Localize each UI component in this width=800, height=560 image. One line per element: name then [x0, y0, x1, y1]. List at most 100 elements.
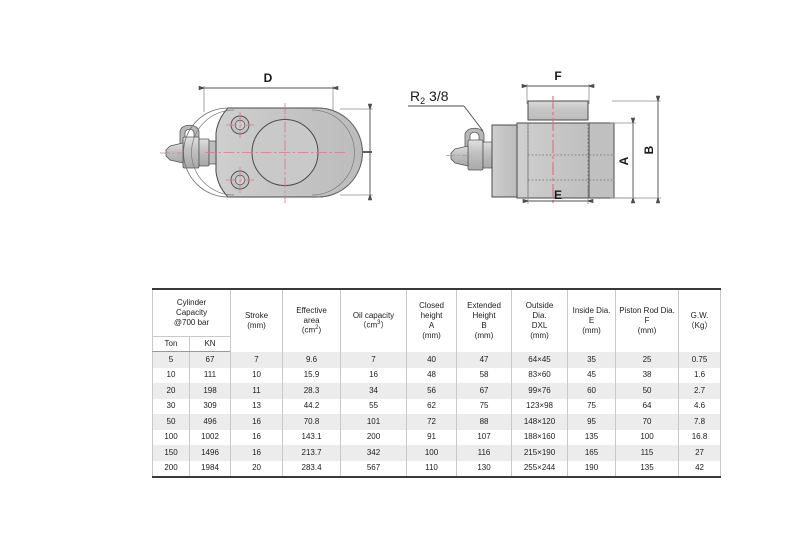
cell-effective-area: 213.7 — [282, 445, 342, 461]
cell-outside-dia: 188×160 — [511, 429, 569, 445]
cell-closed-height: 40 — [406, 351, 458, 368]
header-extended-height: Extended Height B (mm) — [456, 288, 513, 352]
table-header: Cylinder Capacity @700 bar Stroke (mm) E… — [151, 288, 722, 352]
cell-ton: 10 — [152, 367, 190, 383]
header-line-4: (mm) — [530, 330, 549, 340]
cell-piston-rod-dia: 64 — [615, 398, 680, 414]
header-line-2: height — [420, 311, 443, 320]
header-line-2: F — [644, 315, 650, 325]
hydraulic-coupler-fitting-side — [446, 127, 493, 171]
header-stroke: Stroke (mm) — [230, 288, 284, 352]
hidden-internal-lines — [527, 124, 614, 197]
cell-stroke: 20 — [230, 460, 284, 478]
cell-kn: 309 — [188, 398, 232, 414]
header-line-1: Piston Rod Dia. — [619, 306, 675, 316]
cell-kn: 67 — [188, 351, 232, 368]
cell-effective-area: 15.9 — [282, 367, 342, 383]
cell-kn: 1002 — [188, 429, 232, 445]
cell-extended-height: 75 — [456, 398, 513, 414]
cell-closed-height: 56 — [406, 383, 458, 399]
cell-oil-capacity: 200 — [340, 429, 408, 445]
cell-extended-height: 67 — [456, 383, 513, 399]
cell-extended-height: 130 — [456, 460, 513, 478]
header-line-2: area — [303, 315, 320, 325]
header-line-1: Effective — [296, 305, 327, 315]
cell-gw: 2.7 — [678, 383, 722, 399]
cell-kn: 1984 — [188, 460, 232, 478]
header-unit-close: ) — [318, 325, 322, 335]
cell-stroke: 7 — [230, 351, 284, 368]
header-line-2: （cm3） — [341, 320, 406, 330]
cell-oil-capacity: 342 — [340, 445, 408, 461]
centerlines-front — [205, 103, 345, 203]
cell-effective-area: 44.2 — [282, 398, 342, 414]
header-line-1: Extended — [467, 301, 501, 311]
cell-gw: 4.6 — [678, 398, 722, 414]
cell-inside-dia: 165 — [567, 445, 617, 461]
cell-oil-capacity: 7 — [340, 351, 408, 368]
header-closed-height: Closed height A (mm) — [406, 288, 458, 352]
header-unit-exponent: 3 — [377, 320, 381, 327]
header-line-4: (mm) — [422, 330, 441, 340]
cell-oil-capacity: 567 — [340, 460, 408, 478]
cell-ton: 5 — [152, 351, 190, 368]
cell-ton: 200 — [152, 460, 190, 478]
header-line-3: B — [481, 320, 487, 330]
cell-effective-area: 143.1 — [282, 429, 342, 445]
cell-inside-dia: 60 — [567, 383, 617, 399]
cell-piston-rod-dia: 135 — [615, 460, 680, 478]
dimension-label-E: E — [554, 188, 562, 202]
cell-kn: 198 — [188, 383, 232, 399]
cell-ton: 50 — [152, 414, 190, 430]
cell-kn: 111 — [188, 367, 232, 383]
side-section-view: F R2 3/8 — [408, 69, 661, 205]
cell-extended-height: 88 — [456, 414, 513, 430]
header-kn: KN — [188, 336, 232, 352]
cell-effective-area: 28.3 — [282, 383, 342, 399]
piston-cap-block — [527, 100, 589, 121]
cell-effective-area: 283.4 — [282, 460, 342, 478]
cell-extended-height: 58 — [456, 367, 513, 383]
dimension-label-A: A — [617, 156, 631, 165]
header-line-1: Closed — [419, 301, 444, 311]
cell-closed-height: 48 — [406, 367, 458, 383]
header-line-3: DXL — [531, 320, 548, 330]
cell-oil-capacity: 34 — [340, 383, 408, 399]
header-cylinder-capacity: Cylinder Capacity @700 bar — [151, 288, 232, 337]
header-inside-dia: Inside Dia. E (mm) — [567, 288, 617, 352]
specification-table-container: Cylinder Capacity @700 bar Stroke (mm) E… — [151, 288, 722, 478]
cell-closed-height: 62 — [406, 398, 458, 414]
cell-ton: 100 — [152, 429, 190, 445]
cell-effective-area: 70.8 — [282, 414, 342, 430]
cell-piston-rod-dia: 115 — [615, 445, 680, 461]
cell-outside-dia: 148×120 — [511, 414, 569, 430]
port-thread-callout: R2 3/8 — [408, 88, 484, 132]
cell-gw: 7.8 — [678, 414, 722, 430]
header-line-3: (mm) — [637, 325, 657, 335]
header-line-2: (mm) — [247, 320, 266, 330]
cell-outside-dia: 64×45 — [511, 351, 569, 368]
technical-drawings-panel: D — [0, 0, 800, 270]
header-piston-rod-dia: Piston Rod Dia. F (mm) — [615, 288, 680, 352]
cell-kn: 496 — [188, 414, 232, 430]
cell-closed-height: 91 — [406, 429, 458, 445]
cell-ton: 30 — [152, 398, 190, 414]
cell-gw: 1.6 — [678, 367, 722, 383]
header-line-1: Inside Dia. — [572, 306, 611, 316]
header-line-2: E — [588, 315, 595, 325]
dimension-F: F — [521, 69, 595, 104]
cell-outside-dia: 83×60 — [511, 367, 569, 383]
cell-gw: 27 — [678, 445, 722, 461]
dimension-label-D: D — [264, 71, 273, 85]
cylinder-body-side — [491, 122, 615, 199]
header-line-2: Height — [472, 311, 496, 320]
cell-stroke: 16 — [230, 445, 284, 461]
cell-extended-height: 107 — [456, 429, 513, 445]
dimension-D: D — [198, 71, 339, 112]
